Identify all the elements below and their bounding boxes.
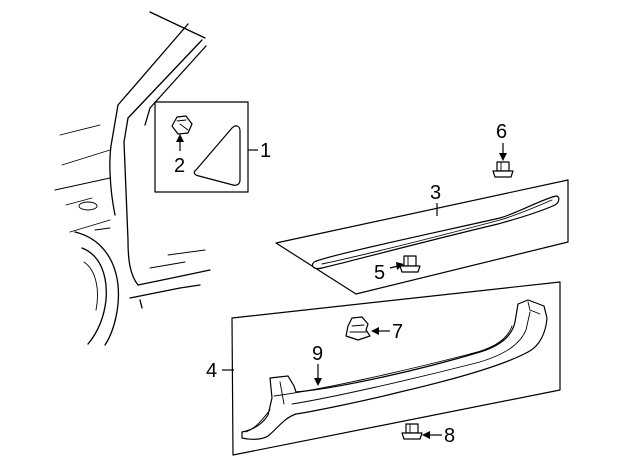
- callout-4: 4: [206, 360, 217, 382]
- part-1-box: [154, 101, 249, 193]
- callout-7: 7: [392, 321, 403, 343]
- callout-2: 2: [174, 155, 185, 177]
- callout-1: 1: [260, 140, 271, 162]
- part-6-clip: [492, 161, 514, 178]
- part-3-panel: [275, 179, 569, 295]
- part-4-panel: [231, 281, 561, 456]
- vehicle-body-outline: [54, 11, 211, 346]
- callout-9: 9: [312, 343, 323, 365]
- callout-6: 6: [496, 121, 507, 143]
- part-7-clip: [345, 316, 371, 341]
- part-3-moulding: [311, 195, 560, 270]
- part-5-clip: [399, 255, 421, 273]
- callout-3: 3: [430, 182, 441, 204]
- callout-5: 5: [374, 262, 385, 284]
- part-2-clip: [171, 115, 193, 135]
- callout-8: 8: [444, 425, 455, 447]
- part-8-clip: [401, 423, 423, 440]
- part-1-triangle-garnish: [193, 125, 241, 186]
